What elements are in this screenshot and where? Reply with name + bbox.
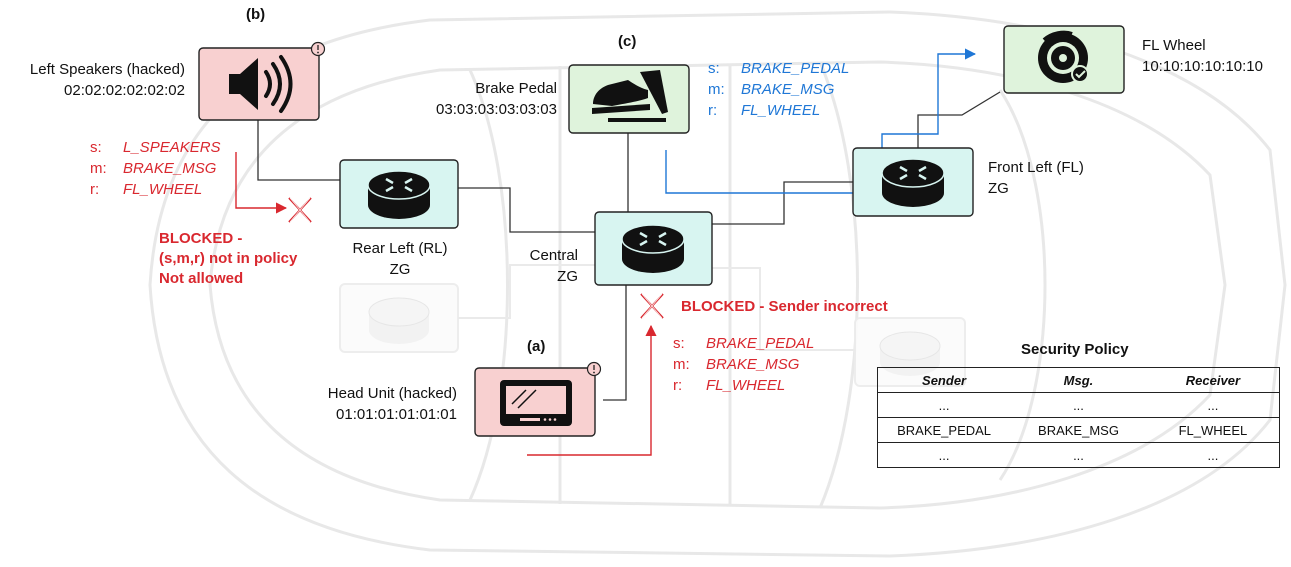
message-a-m-key: m: <box>673 354 706 375</box>
blocked-note-a: BLOCKED - Sender incorrect <box>681 297 888 317</box>
brake-pedal-mac: 03:03:03:03:03:03 <box>436 99 557 120</box>
fl-wheel-box <box>1004 26 1124 93</box>
policy-header-row: Sender Msg. Receiver <box>878 368 1280 393</box>
zone-front-left-line2: ZG <box>988 178 1084 199</box>
message-c-r-key: r: <box>708 100 741 121</box>
blocked-b-line2: (s,m,r) not in policy <box>159 249 297 269</box>
security-policy-table: Sender Msg. Receiver ... ... ... BRAKE_P… <box>877 367 1280 468</box>
zone-central-line2: ZG <box>530 266 578 287</box>
message-a: s:BRAKE_PEDAL m:BRAKE_MSG r:FL_WHEEL <box>673 333 814 396</box>
brake-pedal-label: Brake Pedal 03:03:03:03:03:03 <box>436 78 557 120</box>
brake-pedal-name: Brake Pedal <box>436 78 557 99</box>
blocked-b-line3: Not allowed <box>159 269 297 289</box>
security-policy-table-wrap: Sender Msg. Receiver ... ... ... BRAKE_P… <box>877 367 1280 468</box>
message-c-m-key: m: <box>708 79 741 100</box>
table-row: BRAKE_PEDAL BRAKE_MSG FL_WHEEL <box>878 418 1280 443</box>
brake-pedal-box <box>569 65 689 133</box>
policy-cell: BRAKE_MSG <box>1010 418 1147 443</box>
tag-a: (a) <box>527 338 545 355</box>
policy-header-msg: Msg. <box>1010 368 1147 393</box>
head-unit-mac: 01:01:01:01:01:01 <box>328 404 457 425</box>
left-speakers-name: Left Speakers (hacked) <box>30 59 185 80</box>
message-c-receiver: FL_WHEEL <box>741 102 820 119</box>
message-a-r-key: r: <box>673 375 706 396</box>
zone-front-left-label: Front Left (FL) ZG <box>988 157 1084 199</box>
tag-b: (b) <box>246 6 265 23</box>
head-unit-box <box>475 363 601 437</box>
message-a-s-key: s: <box>673 333 706 354</box>
policy-cell: ... <box>1147 443 1280 468</box>
blocked-x-b <box>289 198 311 222</box>
zone-front-left-line1: Front Left (FL) <box>988 157 1084 178</box>
zone-rear-left-line1: Rear Left (RL) <box>345 238 455 259</box>
fl-wheel-mac: 10:10:10:10:10:10 <box>1142 56 1263 77</box>
message-b-receiver: FL_WHEEL <box>123 181 202 198</box>
router-central <box>595 212 712 285</box>
blocked-note-b: BLOCKED - (s,m,r) not in policy Not allo… <box>159 229 297 289</box>
zone-rear-left-line2: ZG <box>345 259 455 280</box>
policy-cell: ... <box>1010 443 1147 468</box>
message-a-receiver: FL_WHEEL <box>706 377 785 394</box>
blocked-b-line1: BLOCKED - <box>159 229 297 249</box>
router-rear-left <box>340 160 458 228</box>
message-c-s-key: s: <box>708 58 741 79</box>
zone-central-line1: Central <box>530 245 578 266</box>
ghost-router-left <box>340 284 458 352</box>
blocked-x-a <box>641 294 663 318</box>
router-icon <box>882 159 944 207</box>
tag-c: (c) <box>618 33 636 50</box>
message-c-sender: BRAKE_PEDAL <box>741 60 849 77</box>
policy-header-receiver: Receiver <box>1147 368 1280 393</box>
policy-cell: ... <box>1147 393 1280 418</box>
alert-badge-icon <box>588 363 601 376</box>
policy-cell: ... <box>878 393 1011 418</box>
message-a-sender: BRAKE_PEDAL <box>706 335 814 352</box>
fl-wheel-name: FL Wheel <box>1142 35 1263 56</box>
policy-header-sender: Sender <box>878 368 1011 393</box>
left-speakers-box <box>199 43 325 121</box>
message-b-s-key: s: <box>90 137 123 158</box>
security-policy-title: Security Policy <box>1021 341 1129 358</box>
message-a-msg: BRAKE_MSG <box>706 356 799 373</box>
message-c-msg: BRAKE_MSG <box>741 81 834 98</box>
message-b-sender: L_SPEAKERS <box>123 139 221 156</box>
wheel-brake-icon <box>1038 33 1088 83</box>
router-icon <box>368 171 430 219</box>
message-b: s:L_SPEAKERS m:BRAKE_MSG r:FL_WHEEL <box>90 137 221 200</box>
table-row: ... ... ... <box>878 443 1280 468</box>
zone-central-label: Central ZG <box>530 245 578 287</box>
left-speakers-mac: 02:02:02:02:02:02 <box>30 80 185 101</box>
policy-cell: ... <box>878 443 1011 468</box>
policy-cell: ... <box>1010 393 1147 418</box>
message-b-r-key: r: <box>90 179 123 200</box>
head-unit-label: Head Unit (hacked) 01:01:01:01:01:01 <box>328 383 457 425</box>
message-b-m-key: m: <box>90 158 123 179</box>
head-unit-name: Head Unit (hacked) <box>328 383 457 404</box>
alert-badge-icon <box>312 43 325 56</box>
policy-cell: FL_WHEEL <box>1147 418 1280 443</box>
fl-wheel-label: FL Wheel 10:10:10:10:10:10 <box>1142 35 1263 77</box>
message-c: s:BRAKE_PEDAL m:BRAKE_MSG r:FL_WHEEL <box>708 58 849 121</box>
table-row: ... ... ... <box>878 393 1280 418</box>
tablet-icon <box>500 380 572 426</box>
left-speakers-label: Left Speakers (hacked) 02:02:02:02:02:02 <box>30 59 185 101</box>
policy-cell: BRAKE_PEDAL <box>878 418 1011 443</box>
zone-rear-left-label: Rear Left (RL) ZG <box>345 238 455 280</box>
router-front-left <box>853 148 973 216</box>
message-b-msg: BRAKE_MSG <box>123 160 216 177</box>
router-icon <box>622 225 684 273</box>
